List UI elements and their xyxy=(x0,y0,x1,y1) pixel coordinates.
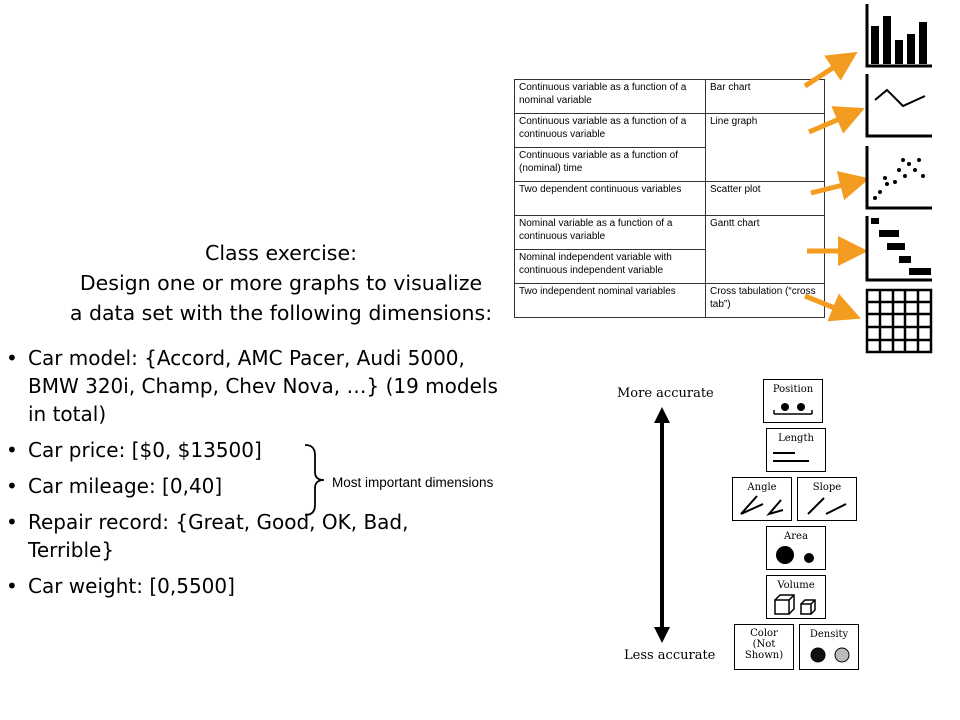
table-cell: Continuous variable as a function of a c… xyxy=(514,113,706,148)
list-item: • Car model: {Accord, AMC Pacer, Audi 50… xyxy=(6,344,526,428)
position-dots-icon xyxy=(773,403,813,415)
orange-arrow-icon xyxy=(808,106,865,135)
exercise-title-line-1: Class exercise: xyxy=(205,241,357,265)
slope-encoding: Slope xyxy=(797,477,857,521)
table-row: Continuous variable as a function of a n… xyxy=(514,79,825,114)
position-encoding: Position xyxy=(763,379,823,423)
table-cell: Scatter plot xyxy=(705,181,825,216)
color-encoding: Color (Not Shown) xyxy=(734,624,794,670)
exercise-title-line-3: a data set with the following dimensions… xyxy=(69,301,493,325)
position-label: Position xyxy=(772,384,814,395)
area-circles-icon xyxy=(776,546,814,564)
chart-icon-panel xyxy=(803,4,933,354)
length-label: Length xyxy=(778,433,814,444)
dimension-list: • Car model: {Accord, AMC Pacer, Audi 50… xyxy=(6,344,526,608)
table-cell: Two independent nominal variables xyxy=(514,283,706,318)
exercise-title-line-2: Design one or more graphs to visualize xyxy=(79,271,483,295)
table-cell: Continuous variable as a function of (no… xyxy=(514,147,706,182)
table-cell: Nominal independent variable with contin… xyxy=(514,249,706,284)
list-item: • Repair record: {Great, Good, OK, Bad, … xyxy=(6,508,526,564)
curly-brace-icon xyxy=(304,444,325,516)
list-item: • Car price: [$0, $13500] xyxy=(6,436,526,464)
orange-arrow-icon xyxy=(810,171,870,201)
volume-cubes-icon xyxy=(774,594,816,615)
volume-encoding: Volume xyxy=(766,575,826,619)
chart-type-table: Continuous variable as a function of a n… xyxy=(514,79,825,318)
cross-tab-icon xyxy=(865,288,933,354)
list-item-text: Repair record: {Great, Good, OK, Bad, Te… xyxy=(28,510,409,562)
angle-label: Angle xyxy=(747,482,777,493)
bullet-glyph: • xyxy=(6,346,18,370)
list-item-text: Car weight: [0,5500] xyxy=(28,574,235,598)
density-label: Density xyxy=(809,629,849,640)
angle-icon xyxy=(740,495,784,516)
density-circles-icon xyxy=(810,647,850,663)
angle-encoding: Angle xyxy=(732,477,792,521)
color-label: Color (Not Shown) xyxy=(744,628,784,661)
table-row: Nominal variable as a function of a cont… xyxy=(514,215,825,284)
gantt-chart-icon xyxy=(865,216,932,282)
density-encoding: Density xyxy=(799,624,859,670)
length-encoding: Length xyxy=(766,428,826,472)
orange-arrow-icon xyxy=(804,293,861,322)
bullet-glyph: • xyxy=(6,474,18,498)
list-item: • Car mileage: [0,40] xyxy=(6,472,526,500)
table-row: Continuous variable as a function of a c… xyxy=(514,113,825,182)
brace-note: Most important dimensions xyxy=(332,475,494,490)
bullet-glyph: • xyxy=(6,510,18,534)
list-item-text: Car model: {Accord, AMC Pacer, Audi 5000… xyxy=(28,346,498,426)
volume-label: Volume xyxy=(777,580,815,591)
area-encoding: Area xyxy=(766,526,826,570)
table-cell: Continuous variable as a function of a n… xyxy=(514,79,706,114)
length-lines-icon xyxy=(773,452,809,462)
list-item: • Car weight: [0,5500] xyxy=(6,572,526,600)
table-row: Two dependent continuous variables Scatt… xyxy=(514,181,825,216)
orange-arrow-icon xyxy=(803,51,858,89)
line-graph-icon xyxy=(865,74,932,138)
more-accurate-label: More accurate xyxy=(617,386,714,401)
slope-label: Slope xyxy=(812,482,842,493)
less-accurate-label: Less accurate xyxy=(624,648,716,663)
table-cell: Gantt chart xyxy=(705,215,825,284)
table-row: Two independent nominal variables Cross … xyxy=(514,283,825,318)
bar-chart-icon xyxy=(865,4,932,68)
table-cell: Cross tabulation (“cross tab”) xyxy=(705,283,825,318)
table-cell: Nominal variable as a function of a cont… xyxy=(514,215,706,250)
bullet-glyph: • xyxy=(6,574,18,598)
area-label: Area xyxy=(784,531,808,542)
table-cell: Line graph xyxy=(705,113,825,182)
bullet-glyph: • xyxy=(6,438,18,462)
scatter-plot-icon xyxy=(865,146,932,210)
list-item-text: Car mileage: [0,40] xyxy=(28,474,223,498)
list-item-text: Car price: [$0, $13500] xyxy=(28,438,262,462)
table-cell: Two dependent continuous variables xyxy=(514,181,706,216)
double-arrow-icon xyxy=(654,407,670,643)
slope-icon xyxy=(807,497,847,515)
exercise-title: Class exercise: Design one or more graph… xyxy=(40,238,522,328)
